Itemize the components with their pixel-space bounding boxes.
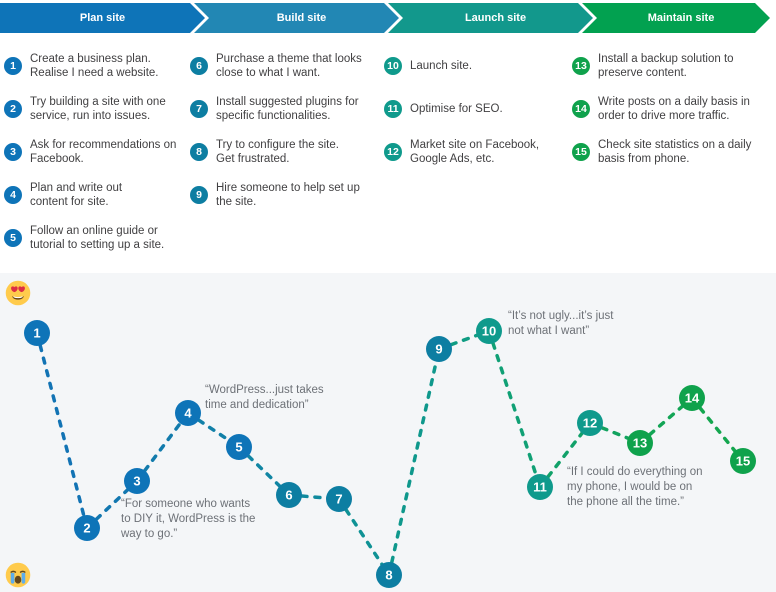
phase-label: Build site xyxy=(276,12,327,24)
journey-point xyxy=(476,318,502,344)
journey-point xyxy=(175,400,201,426)
journey-point-number: 4 xyxy=(184,406,192,421)
step-item-14: 14 Write posts on a daily basis in order… xyxy=(572,90,776,128)
step-item-8: 8 Try to configure the site. Get frustra… xyxy=(190,133,401,171)
journey-point xyxy=(679,385,705,411)
journey-point xyxy=(627,430,653,456)
quote-diy-wordpress: “For someone who wants to DIY it, WordPr… xyxy=(121,498,256,540)
step-item-13: 13 Install a backup solution to preserve… xyxy=(572,47,776,85)
step-item-7: 7 Install suggested plugins for specific… xyxy=(190,90,401,128)
step-text: Plan and write out content for site. xyxy=(30,182,123,208)
step-item-5: 5 Follow an online guide or tutorial to … xyxy=(4,219,215,257)
journey-point-number: 7 xyxy=(335,492,342,507)
step-text: Market site on Facebook, Google Ads, etc… xyxy=(410,139,540,165)
step-text: Try building a site with one service, ru… xyxy=(30,96,166,122)
step-number-badge: 12 xyxy=(384,143,402,161)
phase-arrow-launch: Launch site xyxy=(388,3,593,33)
journey-point xyxy=(527,474,553,500)
step-number-badge: 6 xyxy=(190,57,208,75)
step-text: Try to configure the site. Get frustrate… xyxy=(216,139,339,165)
step-item-6: 6 Purchase a theme that looks close to w… xyxy=(190,47,401,85)
phase-label: Plan site xyxy=(79,12,126,24)
step-number-badge: 1 xyxy=(4,57,22,75)
phase-arrow-plan: Plan site xyxy=(0,3,205,33)
quote-phone: “If I could do everything on my phone, I… xyxy=(567,466,703,508)
step-item-9: 9 Hire someone to help set up the site. xyxy=(190,176,401,214)
step-text: Optimise for SEO. xyxy=(410,103,503,115)
step-text: Install suggested plugins for specific f… xyxy=(216,96,359,122)
journey-point-number: 8 xyxy=(385,568,392,583)
journey-point xyxy=(326,486,352,512)
phase-label: Maintain site xyxy=(647,12,715,24)
journey-point xyxy=(730,448,756,474)
journey-point-number: 1 xyxy=(33,326,40,341)
step-text: Create a business plan. Realise I need a… xyxy=(30,53,159,79)
step-number-badge: 8 xyxy=(190,143,208,161)
journey-point-number: 14 xyxy=(685,391,700,406)
step-item-10: 10 Launch site. xyxy=(384,47,595,85)
journey-point-number: 6 xyxy=(285,488,292,503)
journey-panel: 1 2 3 4 5 6 7 8 9 10 11 12 13 14 15 “Wor… xyxy=(0,273,776,592)
step-number-badge: 7 xyxy=(190,100,208,118)
step-item-2: 2 Try building a site with one service, … xyxy=(4,90,215,128)
step-number-badge: 10 xyxy=(384,57,402,75)
step-text: Ask for recommendations on Facebook. xyxy=(30,139,177,165)
step-item-4: 4 Plan and write out content for site. xyxy=(4,176,215,214)
step-item-3: 3 Ask for recommendations on Facebook. xyxy=(4,133,215,171)
journey-point-number: 10 xyxy=(482,324,496,339)
journey-point xyxy=(24,320,50,346)
phase-arrow-build: Build site xyxy=(194,3,399,33)
step-text: Launch site. xyxy=(410,60,473,72)
step-text: Check site statistics on a daily basis f… xyxy=(598,139,752,165)
journey-point-number: 2 xyxy=(83,521,90,536)
step-item-1: 1 Create a business plan. Realise I need… xyxy=(4,47,215,85)
journey-point-number: 12 xyxy=(583,416,597,431)
journey-point-number: 13 xyxy=(633,436,647,451)
step-item-12: 12 Market site on Facebook, Google Ads, … xyxy=(384,133,595,171)
phase-label: Launch site xyxy=(464,12,527,24)
journey-point-number: 3 xyxy=(133,474,140,489)
step-number-badge: 15 xyxy=(572,143,590,161)
step-number-badge: 3 xyxy=(4,143,22,161)
journey-point-number: 15 xyxy=(736,454,750,469)
step-number-badge: 14 xyxy=(572,100,590,118)
step-item-15: 15 Check site statistics on a daily basi… xyxy=(572,133,776,171)
journey-point xyxy=(376,562,402,588)
step-number-badge: 5 xyxy=(4,229,22,247)
step-number-badge: 11 xyxy=(384,100,402,118)
step-text: Write posts on a daily basis in order to… xyxy=(598,96,750,122)
heart-eyes-emoji xyxy=(5,280,31,306)
loudly-crying-emoji xyxy=(5,562,31,588)
journey-point-number: 11 xyxy=(533,480,547,495)
journey-point xyxy=(577,410,603,436)
journey-point xyxy=(226,434,252,460)
journey-point xyxy=(124,468,150,494)
journey-point xyxy=(276,482,302,508)
quote-not-ugly: “It’s not ugly...it’s just not what I wa… xyxy=(508,310,614,337)
quote-wordpress-dedication: “WordPress...just takes time and dedicat… xyxy=(205,384,324,411)
step-text: Install a backup solution to preserve co… xyxy=(598,53,734,79)
step-text: Purchase a theme that looks close to wha… xyxy=(216,53,362,79)
step-number-badge: 13 xyxy=(572,57,590,75)
journey-point-number: 9 xyxy=(435,342,442,357)
step-number-badge: 2 xyxy=(4,100,22,118)
journey-point xyxy=(74,515,100,541)
journey-line-chart: 1 2 3 4 5 6 7 8 9 10 11 12 13 14 15 xyxy=(24,318,756,588)
step-text: Hire someone to help set up the site. xyxy=(216,182,360,208)
step-item-11: 11 Optimise for SEO. xyxy=(384,90,595,128)
step-number-badge: 9 xyxy=(190,186,208,204)
phase-arrow-maintain: Maintain site xyxy=(582,3,770,33)
step-text: Follow an online guide or tutorial to se… xyxy=(30,225,165,251)
journey-point xyxy=(426,336,452,362)
journey-point-number: 5 xyxy=(235,440,242,455)
journey-points: 1 2 3 4 5 6 7 8 9 10 11 12 13 14 15 xyxy=(24,318,756,588)
step-number-badge: 4 xyxy=(4,186,22,204)
